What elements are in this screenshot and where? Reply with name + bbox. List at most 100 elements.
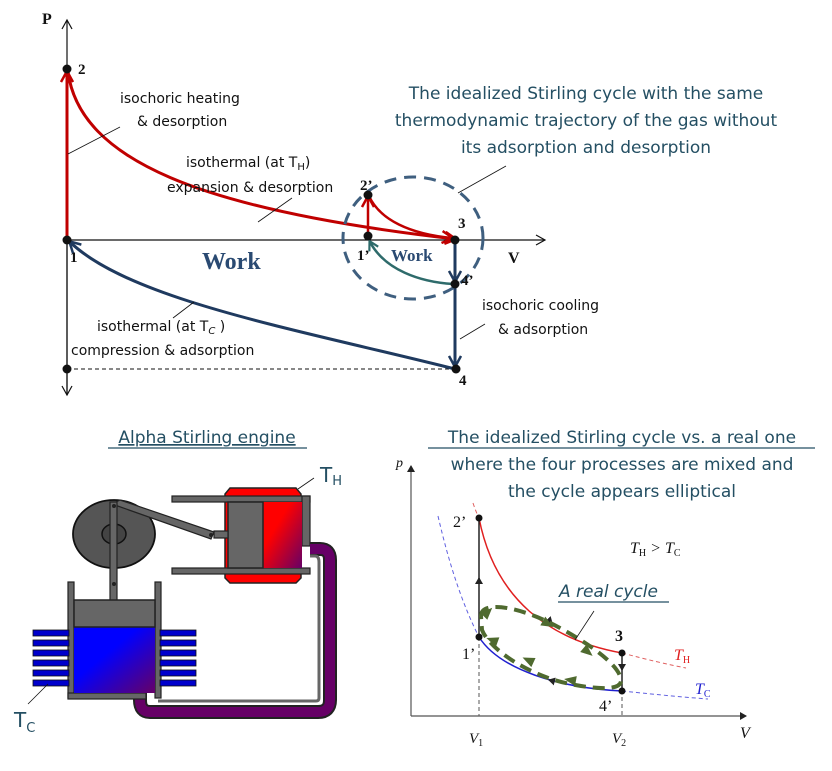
hot-gas xyxy=(263,502,302,568)
real-cycle-arrow xyxy=(522,657,536,668)
leader-real-cycle xyxy=(574,610,595,641)
hot-piston-rod xyxy=(213,530,229,539)
leader-isothermal-hot xyxy=(257,197,293,223)
tick-v1: V1 xyxy=(469,731,483,749)
hot-cylinder-top-wall xyxy=(171,495,311,503)
th-isotherm-dashed-right xyxy=(621,652,687,669)
cold-fins-right xyxy=(159,629,197,687)
label-isochoric-heating: isochoric heating xyxy=(120,91,240,107)
label-isothermal-hot-2: expansion & desorption xyxy=(167,180,333,196)
callout-line-2: thermodynamic trajectory of the gas with… xyxy=(395,111,778,131)
cold-fins-left xyxy=(32,629,70,687)
cold-cylinder-bottom-wall xyxy=(67,692,147,700)
leader-isochoric-cooling xyxy=(459,323,486,340)
point-3 xyxy=(450,235,460,245)
transfer-pipe-inner xyxy=(158,554,321,703)
leader-th xyxy=(297,477,315,490)
isothermal-hot-curve xyxy=(66,71,455,239)
label-3: 3 xyxy=(615,628,623,645)
point-2p xyxy=(475,514,483,522)
leader-isothermal-cold xyxy=(172,301,195,319)
cooling-fin xyxy=(159,679,197,687)
hot-cylinder-bottom-wall xyxy=(171,567,311,575)
leader-isochoric-heating xyxy=(67,126,121,155)
transfer-pipe-gas xyxy=(135,544,335,717)
label-4p: 4’ xyxy=(599,698,612,715)
hot-piston xyxy=(227,501,264,569)
callout-line-3: its adsorption and desorption xyxy=(461,138,711,158)
point-2p xyxy=(363,190,373,200)
small-isothermal-hot xyxy=(367,195,452,238)
tc-curve-label: TC xyxy=(695,681,711,700)
cooling-fin xyxy=(32,649,70,657)
tick-v2: V2 xyxy=(612,731,626,749)
point-1p xyxy=(475,633,483,641)
callout-line-1: The idealized Stirling cycle with the sa… xyxy=(408,84,763,104)
label-isochoric-heating-2: & desorption xyxy=(137,114,227,130)
point-baseline xyxy=(62,364,72,374)
point-4 xyxy=(451,364,461,374)
real-cycle-arrow xyxy=(564,676,577,686)
point-4p xyxy=(450,279,460,289)
cooling-fin xyxy=(159,659,197,667)
label-isochoric-cooling: isochoric cooling xyxy=(482,298,599,314)
label-point-1p: 1’ xyxy=(357,248,370,264)
tc-isotherm-dashed-right xyxy=(621,690,709,700)
chart-title-3: the cycle appears elliptical xyxy=(508,482,736,502)
point-3 xyxy=(618,649,626,657)
cooling-fin xyxy=(159,629,197,637)
point-4p xyxy=(618,687,626,695)
th-isotherm xyxy=(478,517,623,654)
isothermal-cold-curve xyxy=(70,242,456,371)
engine-th-label: TH xyxy=(319,463,342,489)
hot-connecting-rod xyxy=(110,499,215,540)
hot-cylinder-end-wall xyxy=(301,495,311,547)
point-1 xyxy=(62,235,72,245)
top-pv-diagram: P V 2 1 3 4 2’ 1’ 4’ xyxy=(42,11,778,397)
cooling-fin xyxy=(159,649,197,657)
cooling-fin xyxy=(32,659,70,667)
cold-piston xyxy=(73,599,156,628)
chart-title-2: where the four processes are mixed and xyxy=(451,455,794,475)
cooling-fin xyxy=(159,669,197,677)
tc-isotherm-dashed-left xyxy=(437,515,480,638)
point-2 xyxy=(62,64,72,74)
tc-isotherm xyxy=(478,636,623,692)
real-cycle-path xyxy=(478,604,623,691)
label-point-4p: 4’ xyxy=(461,273,474,289)
engine-tc-label: TC xyxy=(13,708,35,736)
th-curve-label: TH xyxy=(674,647,690,666)
pivot-cold xyxy=(112,582,116,586)
alpha-stirling-engine: Alpha Stirling engine xyxy=(13,428,342,736)
highlight-circle xyxy=(341,175,485,301)
work-label-small: Work xyxy=(391,246,433,265)
cooling-fin xyxy=(32,629,70,637)
label-point-3: 3 xyxy=(458,216,466,232)
cold-gas xyxy=(74,627,155,693)
real-cycle-arrows xyxy=(480,607,593,686)
chart-v-label: V xyxy=(740,725,752,742)
cooling-fin xyxy=(159,639,197,647)
point-1p xyxy=(363,231,373,241)
cooling-fin xyxy=(32,679,70,687)
tc-direction-arrow xyxy=(548,677,556,686)
label-point-1: 1 xyxy=(70,250,78,266)
label-point-2: 2 xyxy=(78,62,86,78)
cooling-fin xyxy=(32,639,70,647)
chart-p-label: p xyxy=(395,456,403,471)
real-cycle-label: A real cycle xyxy=(558,582,658,602)
pivot-hot xyxy=(209,533,213,537)
engine-title: Alpha Stirling engine xyxy=(118,428,295,448)
pivot-top xyxy=(112,504,116,508)
small-isothermal-cold xyxy=(370,242,454,286)
real-cycle-arrow xyxy=(480,607,493,620)
cooling-fin xyxy=(32,669,70,677)
label-isothermal-cold-2: compression & adsorption xyxy=(71,343,254,359)
work-label-big: Work xyxy=(202,249,261,275)
leader-callout xyxy=(457,165,507,194)
label-isochoric-cooling-2: & adsorption xyxy=(498,322,588,338)
real-cycle-arrow xyxy=(486,637,500,647)
chart-title-1: The idealized Stirling cycle vs. a real … xyxy=(447,428,796,448)
v-axis-label: V xyxy=(508,250,520,267)
